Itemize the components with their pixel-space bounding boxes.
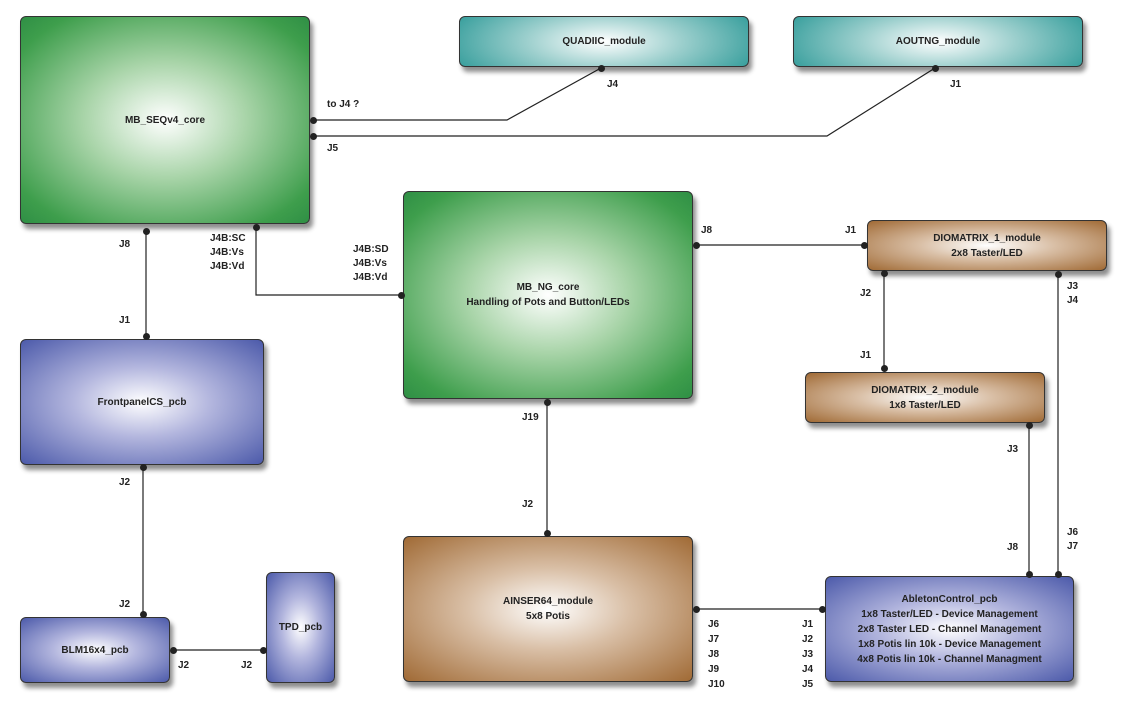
- connector-label: J1 J2 J3 J4 J5: [802, 619, 814, 690]
- connector-label: J1: [845, 225, 857, 236]
- connector-dot: [1025, 570, 1033, 578]
- module-description: Handling of Pots and Button/LEDs: [466, 297, 630, 308]
- connector-dot: [309, 116, 317, 124]
- wire-seq-aoutng: [313, 67, 936, 137]
- module-title: QUADIIC_module: [562, 36, 646, 47]
- module-description: 5x8 Potis: [526, 611, 570, 622]
- connector-label: J4B:SC J4B:Vs J4B:Vd: [210, 233, 246, 272]
- connector-dot: [142, 332, 150, 340]
- connector-dot: [860, 241, 868, 249]
- module-description-line: 4x8 Potis lin 10k - Channel Managment: [857, 653, 1042, 665]
- connector-label: J2: [119, 599, 131, 610]
- connector-dot: [259, 646, 267, 654]
- connector-label: J8: [119, 239, 131, 250]
- connector-label: J2: [860, 288, 872, 299]
- connector-dot: [692, 605, 700, 613]
- module-description-line: 2x8 Taster LED - Channel Management: [857, 623, 1042, 635]
- module-title: DIOMATRIX_1_module: [933, 232, 1041, 244]
- connector-label: J2: [241, 660, 253, 671]
- module-description: 2x8 Taster/LED: [951, 247, 1023, 259]
- module-title: AINSER64_module: [502, 596, 594, 607]
- module-diomatrix-1[interactable]: DIOMATRIX_1_module 2x8 Taster/LED: [867, 220, 1107, 271]
- connector-label: J2: [522, 499, 534, 510]
- module-blm16x4-pcb[interactable]: BLM16x4_pcb: [20, 617, 170, 683]
- connector-dot: [142, 227, 150, 235]
- connector-dot: [139, 463, 147, 471]
- module-title: BLM16x4_pcb: [61, 644, 129, 656]
- module-title: AOUTNG_module: [895, 36, 981, 47]
- connector-dot: [309, 132, 317, 140]
- connector-label: J6 J7 J8 J9 J10: [708, 619, 725, 690]
- connector-label: J19: [522, 412, 539, 423]
- module-title: MB_NG_core: [516, 282, 580, 293]
- connector-label: J5: [327, 143, 339, 154]
- connector-dot: [252, 223, 260, 231]
- module-description-line: 1x8 Potis lin 10k - Device Management: [858, 638, 1041, 650]
- connector-dot: [397, 291, 405, 299]
- connector-dot: [931, 64, 939, 72]
- module-mb-ng-core[interactable]: MB_NG_core Handling of Pots and Button/L…: [403, 191, 693, 399]
- module-title: FrontpanelCS_pcb: [97, 396, 187, 408]
- connector-label: J8: [1007, 542, 1019, 553]
- module-frontpanel-cs-pcb[interactable]: FrontpanelCS_pcb: [20, 339, 264, 465]
- connector-label: J3: [1007, 444, 1019, 455]
- module-mb-seqv4-core[interactable]: MB_SEQv4_core: [20, 16, 310, 224]
- connector-label: to J4 ?: [327, 99, 360, 110]
- connector-label: J3 J4: [1067, 281, 1079, 306]
- module-title: MB_SEQv4_core: [124, 114, 206, 126]
- module-diomatrix-2[interactable]: DIOMATRIX_2_module 1x8 Taster/LED: [805, 372, 1045, 423]
- module-ainser64[interactable]: AINSER64_module 5x8 Potis: [403, 536, 693, 682]
- module-title: TPD_pcb: [278, 622, 323, 633]
- connector-label: J1: [950, 79, 962, 90]
- connector-dot: [1054, 270, 1062, 278]
- module-quadiic[interactable]: QUADIIC_module: [459, 16, 749, 67]
- connector-dot: [1025, 421, 1033, 429]
- module-tpd-pcb[interactable]: TPD_pcb: [266, 572, 335, 683]
- module-description: 1x8 Taster/LED: [889, 399, 961, 411]
- connector-label: J1: [860, 350, 872, 361]
- module-title: DIOMATRIX_2_module: [871, 384, 979, 396]
- connector-label: J4: [607, 79, 619, 90]
- connector-dot: [597, 64, 605, 72]
- connector-dot: [818, 605, 826, 613]
- module-ableton-control-pcb[interactable]: AbletonControl_pcb 1x8 Taster/LED - Devi…: [825, 576, 1074, 682]
- connector-label: J2: [119, 477, 131, 488]
- connector-dot: [169, 646, 177, 654]
- connector-dot: [880, 364, 888, 372]
- wire-seq-ng: [255, 228, 401, 296]
- connector-label: J8: [701, 225, 713, 236]
- connector-dot: [880, 269, 888, 277]
- connector-dot: [543, 529, 551, 537]
- connector-dot: [543, 398, 551, 406]
- connector-label: J6 J7: [1067, 527, 1079, 552]
- connector-dot: [692, 241, 700, 249]
- connector-label: J1: [119, 315, 131, 326]
- connector-dot: [1054, 570, 1062, 578]
- module-description-line: 1x8 Taster/LED - Device Management: [861, 608, 1038, 620]
- module-aoutng[interactable]: AOUTNG_module: [793, 16, 1083, 67]
- connector-label: J4B:SD J4B:Vs J4B:Vd: [353, 244, 389, 283]
- connector-dot: [139, 610, 147, 618]
- wire-seq-quadiic: [313, 67, 602, 121]
- connector-label: J2: [178, 660, 190, 671]
- module-title: AbletonControl_pcb: [901, 593, 998, 605]
